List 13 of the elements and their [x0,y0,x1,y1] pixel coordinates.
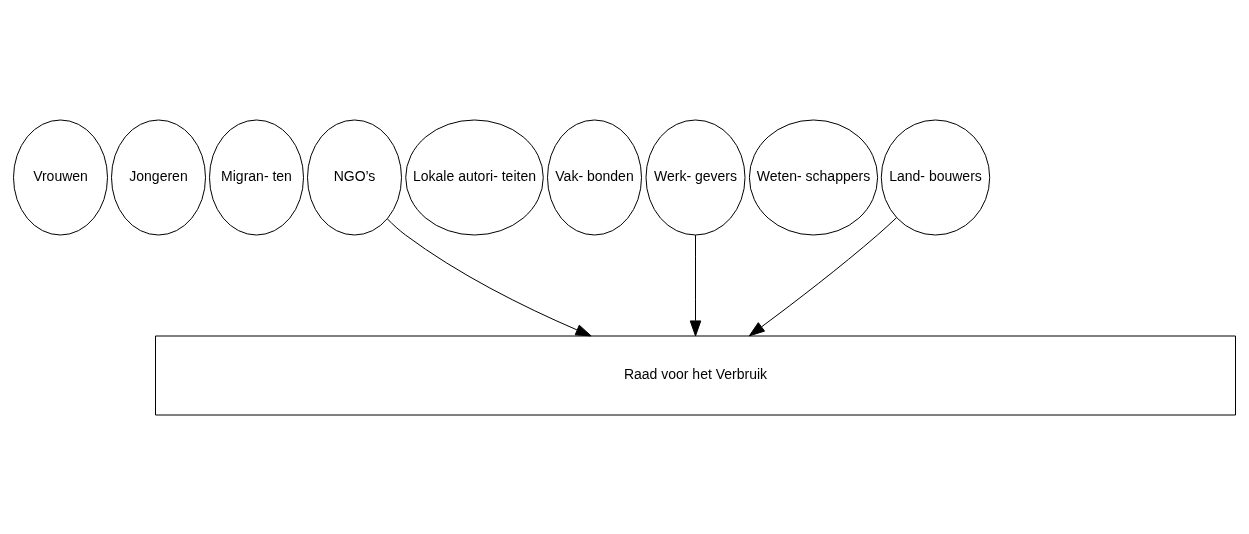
node-ellipse: Weten- schappers [748,119,879,235]
arrow [748,216,897,336]
node-ellipse: Migran- ten [209,119,304,235]
node-ellipse: Vak- bonden [547,119,642,235]
arrow [689,234,702,336]
node-ellipse: Jongeren [111,119,206,235]
node-ellipse: NGO’s [307,119,402,235]
node-ellipse: Werk- gevers [645,119,746,235]
node-box: Raad voor het Verbruik [155,335,1236,415]
arrow [386,217,592,336]
node-circle: Land- bouwers [880,119,991,235]
node-ellipse: Vrouwen [13,119,108,235]
node-ellipse: Lokale autori- teiten [405,119,544,235]
